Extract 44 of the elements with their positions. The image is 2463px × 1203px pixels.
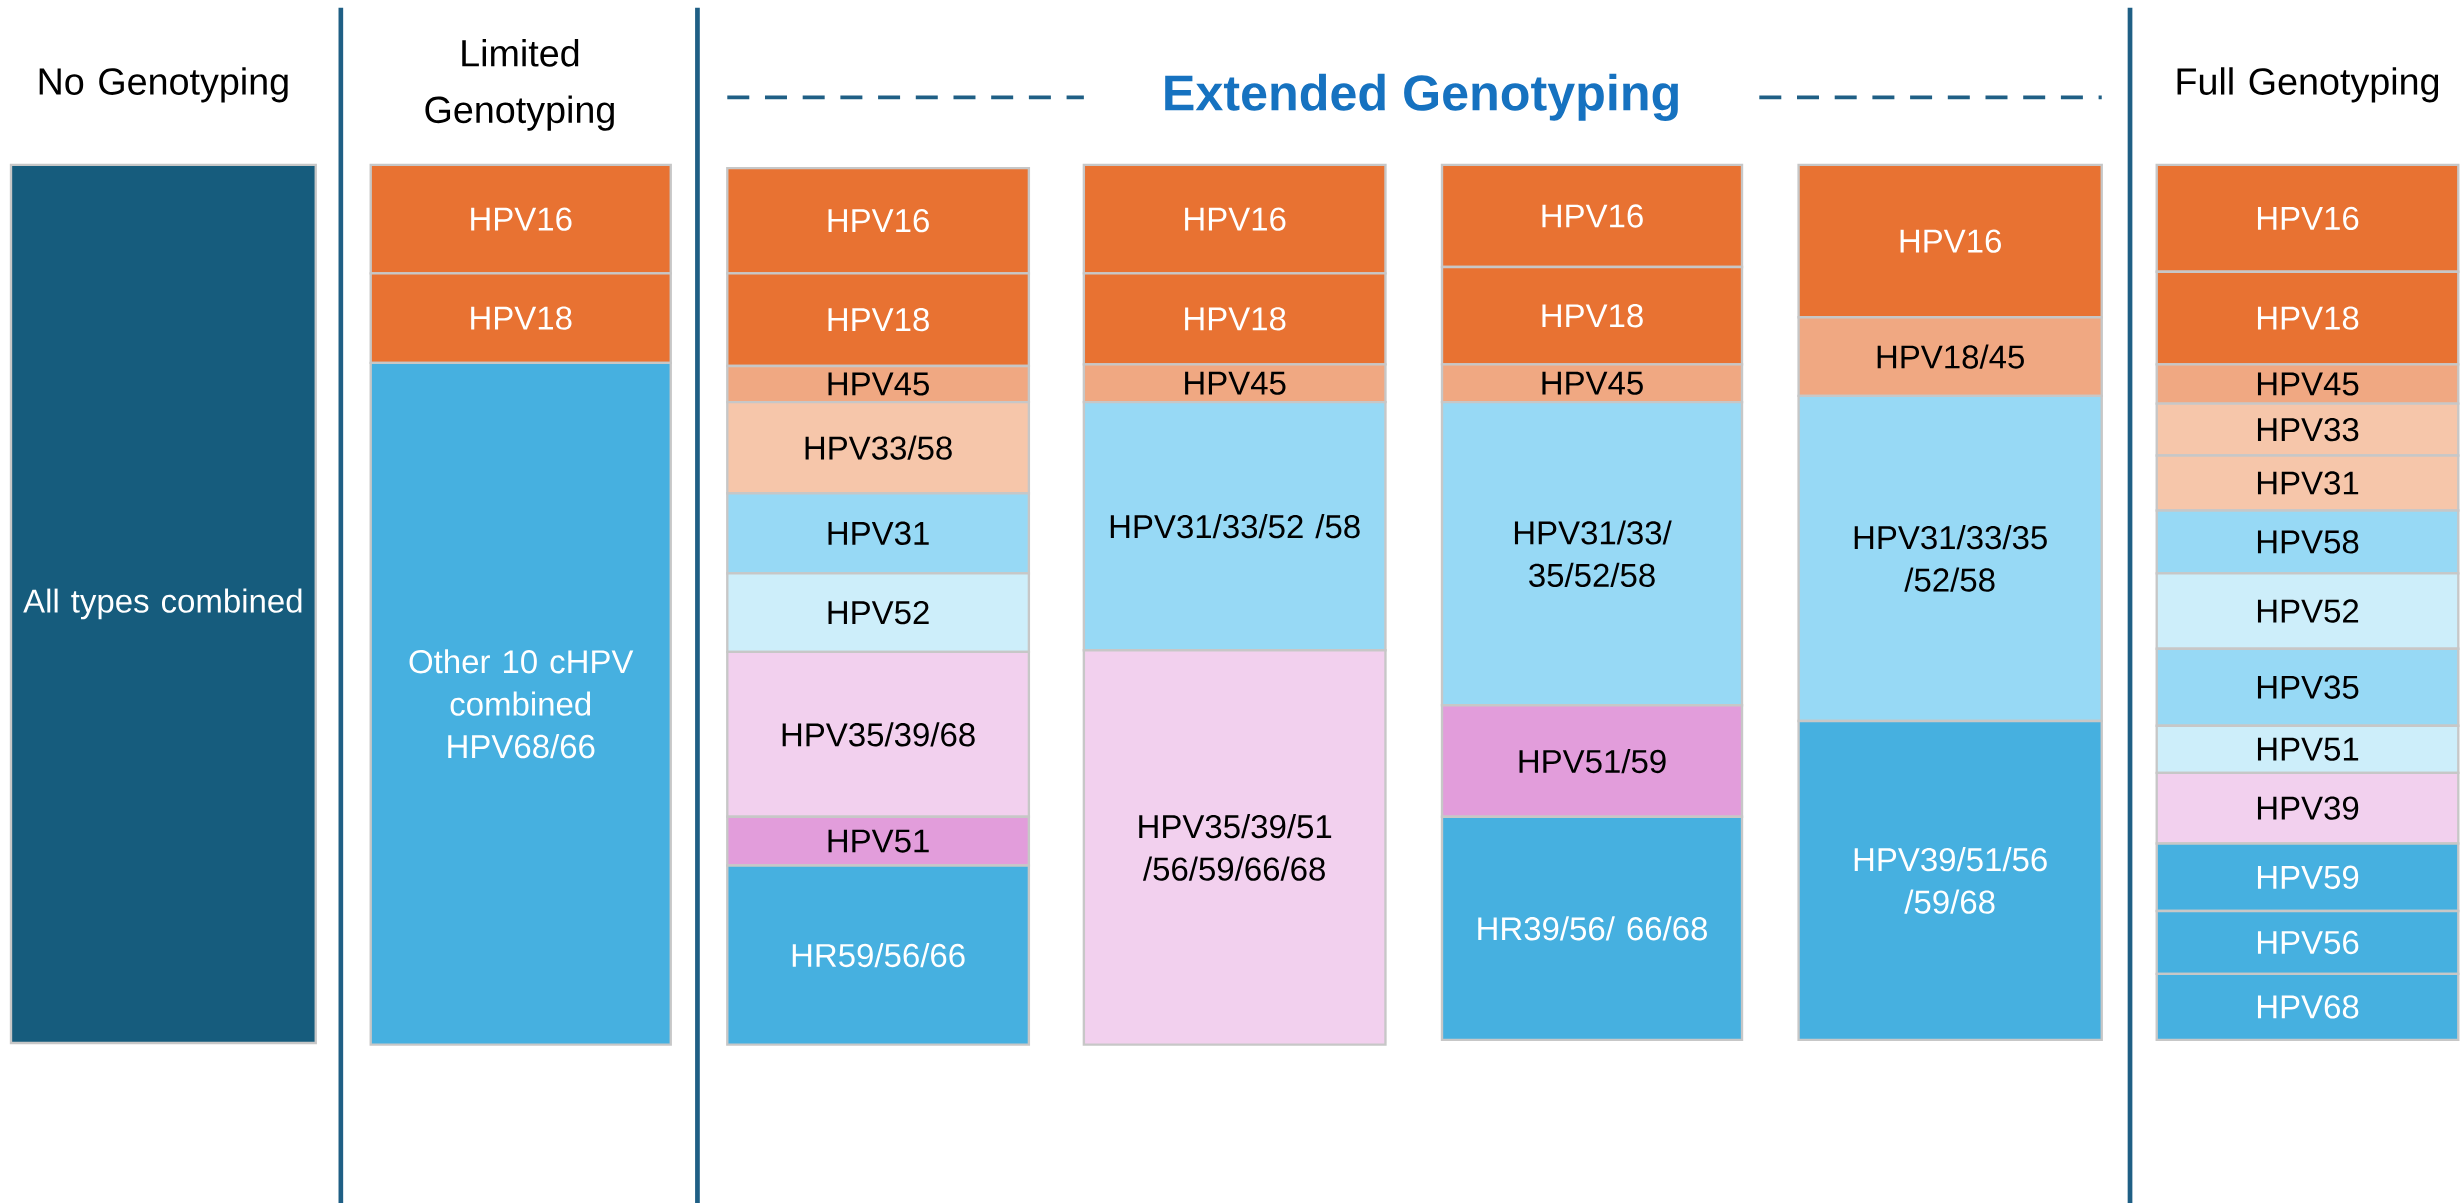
genotype-box: HPV18 [369,272,672,364]
genotype-box: HPV18/45 [1797,316,2103,397]
genotype-box: HPV33/58 [726,400,1031,495]
genotype-box: HPV18 [2155,270,2460,366]
genotype-box: HPV31/33/52 /58 [1082,400,1387,652]
genotype-box: HPV31/33/ 35/52/58 [1440,400,1744,707]
genotype-box: HPV59 [2155,842,2460,913]
genotype-box: HPV45 [1082,363,1387,404]
genotype-box: HPV16 [1082,163,1387,275]
genotype-box: HPV45 [1440,363,1744,404]
genotype-box: HPV18 [1440,265,1744,366]
genotype-box: HPV31/33/35 /52/58 [1797,394,2103,723]
genotype-box: HPV16 [726,166,1031,275]
genotype-box: HPV52 [2155,572,2460,650]
genotype-box: HPV33 [2155,402,2460,457]
genotype-box: HPV39 [2155,771,2460,845]
genotype-box: HPV51/59 [1440,704,1744,818]
genotype-box: HPV56 [2155,909,2460,975]
genotype-box: HPV31 [2155,454,2460,512]
genotype-box: HPV16 [1797,163,2103,319]
genotype-box: HPV35/39/51 /56/59/66/68 [1082,649,1387,1046]
genotype-box: HPV39/51/56 /59/68 [1797,719,2103,1041]
genotype-box: HPV52 [726,572,1031,653]
genotype-box: All types combined [9,163,317,1045]
genotype-box: HR39/56/ 66/68 [1440,815,1744,1041]
genotype-box: HPV58 [2155,509,2460,575]
genotype-box: Other 10 cHPV combined HPV68/66 [369,361,672,1046]
genotype-box: HPV16 [369,163,672,275]
section-title: Extended Genotyping [1165,73,1678,121]
genotype-box: HPV45 [726,364,1031,404]
genotype-box: HPV51 [2155,724,2460,774]
genotype-box: HPV16 [2155,163,2460,273]
genotype-box: HPV18 [726,272,1031,368]
genotype-box: HPV68 [2155,972,2460,1041]
genotype-box: HPV51 [726,815,1031,867]
genotype-box: HPV18 [1082,272,1387,366]
genotype-box: HR59/56/66 [726,864,1031,1046]
column-heading: Full Genotyping [2177,67,2439,103]
genotype-box: HPV45 [2155,363,2460,405]
genotype-box: HPV16 [1440,163,1744,269]
genotype-box: HPV35/39/68 [726,650,1031,818]
column-heading: No Genotyping [39,67,288,103]
genotype-box: HPV35 [2155,647,2460,727]
genotype-box: HPV31 [726,491,1031,575]
